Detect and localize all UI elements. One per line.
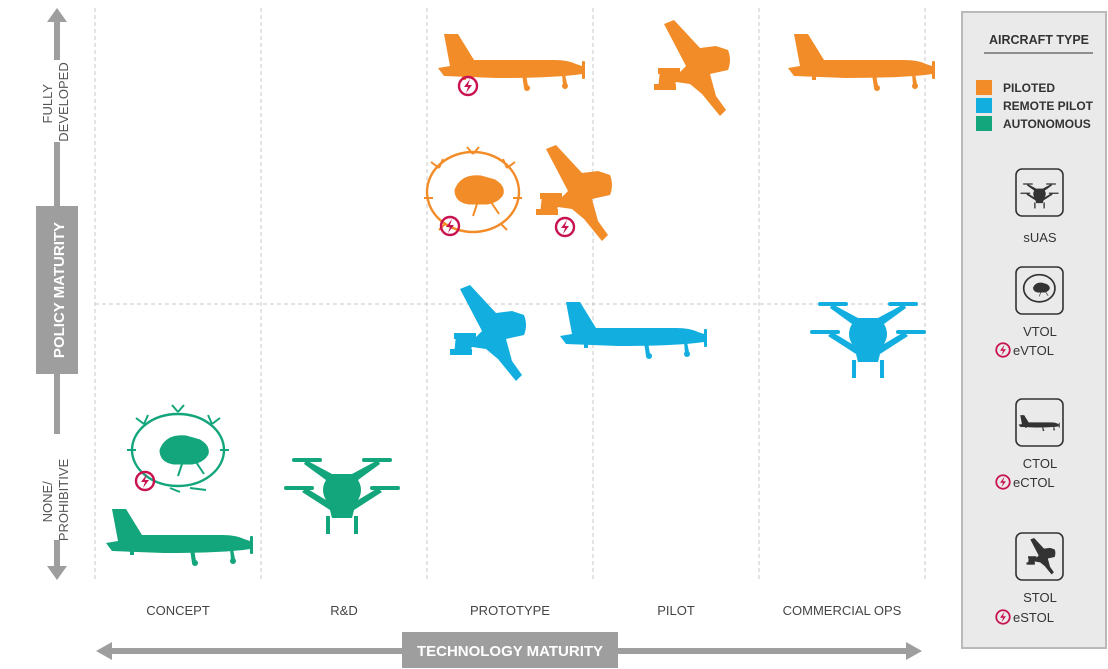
x-axis: CONCEPT R&D PROTOTYPE PILOT COMMERCIAL O… bbox=[96, 603, 922, 668]
autonomous-suas-rnd-icon bbox=[284, 458, 400, 534]
electric-icon bbox=[457, 75, 479, 97]
svg-text:FULLY DEVELOPED: FULLY DEVELOPED bbox=[40, 62, 71, 141]
legend: AIRCRAFT TYPE PILOTED REMOTE PILOT AUTON… bbox=[961, 11, 1107, 649]
y-top-label-line1: FULLY bbox=[40, 84, 55, 124]
autonomous-ctol-concept-icon bbox=[106, 509, 253, 566]
x-axis-title: TECHNOLOGY MATURITY bbox=[417, 643, 603, 660]
remote-ctol-pilot-icon bbox=[560, 302, 707, 359]
remote-suas-commercial-icon bbox=[810, 302, 926, 378]
legend-type-suas: sUAS bbox=[1023, 230, 1057, 245]
y-axis-title-box bbox=[36, 206, 78, 374]
x-tick-label: CONCEPT bbox=[146, 603, 210, 618]
y-axis: POLICY MATURITY FULLY DEVELOPED NONE/ PR… bbox=[36, 8, 78, 580]
legend-type-ectol: eCTOL bbox=[1013, 475, 1055, 490]
legend-label-remote: REMOTE PILOT bbox=[1003, 99, 1094, 113]
legend-title: AIRCRAFT TYPE bbox=[989, 33, 1089, 47]
y-bottom-label-line1: NONE/ bbox=[40, 481, 55, 523]
x-axis-right-arrow bbox=[618, 642, 922, 660]
legend-swatch-piloted bbox=[976, 80, 992, 95]
piloted-vtol-prototype-icon bbox=[424, 146, 522, 234]
piloted-ctol-commercial-icon bbox=[788, 34, 935, 91]
legend-type-estol: eSTOL bbox=[1013, 610, 1054, 625]
electric-icon bbox=[554, 216, 576, 238]
legend-swatch-remote bbox=[976, 98, 992, 113]
y-bottom-label-line2: PROHIBITIVE bbox=[56, 459, 71, 542]
vtol-icon bbox=[1022, 273, 1056, 303]
aircraft-marks bbox=[106, 20, 935, 566]
piloted-stol-pilot-icon bbox=[654, 20, 730, 116]
grid bbox=[94, 8, 926, 582]
legend-label-piloted: PILOTED bbox=[1003, 81, 1055, 95]
x-axis-left-arrow bbox=[96, 642, 402, 660]
legend-type-stol: STOL bbox=[1023, 590, 1057, 605]
legend-type-ctol: CTOL bbox=[1023, 456, 1057, 471]
legend-label-autonomous: AUTONOMOUS bbox=[1003, 117, 1091, 131]
y-axis-up-arrow bbox=[47, 8, 67, 60]
remote-stol-prototype-icon bbox=[450, 285, 526, 381]
y-axis-title: POLICY MATURITY bbox=[51, 222, 68, 358]
autonomous-vtol-concept-icon bbox=[127, 404, 229, 493]
svg-text:NONE/ PROHIBITIVE: NONE/ PROHIBITIVE bbox=[40, 459, 71, 542]
y-top-label-line2: DEVELOPED bbox=[56, 62, 71, 141]
legend-swatch-autonomous bbox=[976, 116, 992, 131]
x-tick-label: R&D bbox=[330, 603, 357, 618]
legend-type-evtol: eVTOL bbox=[1013, 343, 1054, 358]
legend-type-vtol: VTOL bbox=[1023, 324, 1057, 339]
x-axis-title-box bbox=[402, 632, 618, 668]
y-axis-down-arrow bbox=[47, 540, 67, 580]
x-tick-label: COMMERCIAL OPS bbox=[783, 603, 902, 618]
x-tick-label: PILOT bbox=[657, 603, 695, 618]
x-tick-label: PROTOTYPE bbox=[470, 603, 550, 618]
